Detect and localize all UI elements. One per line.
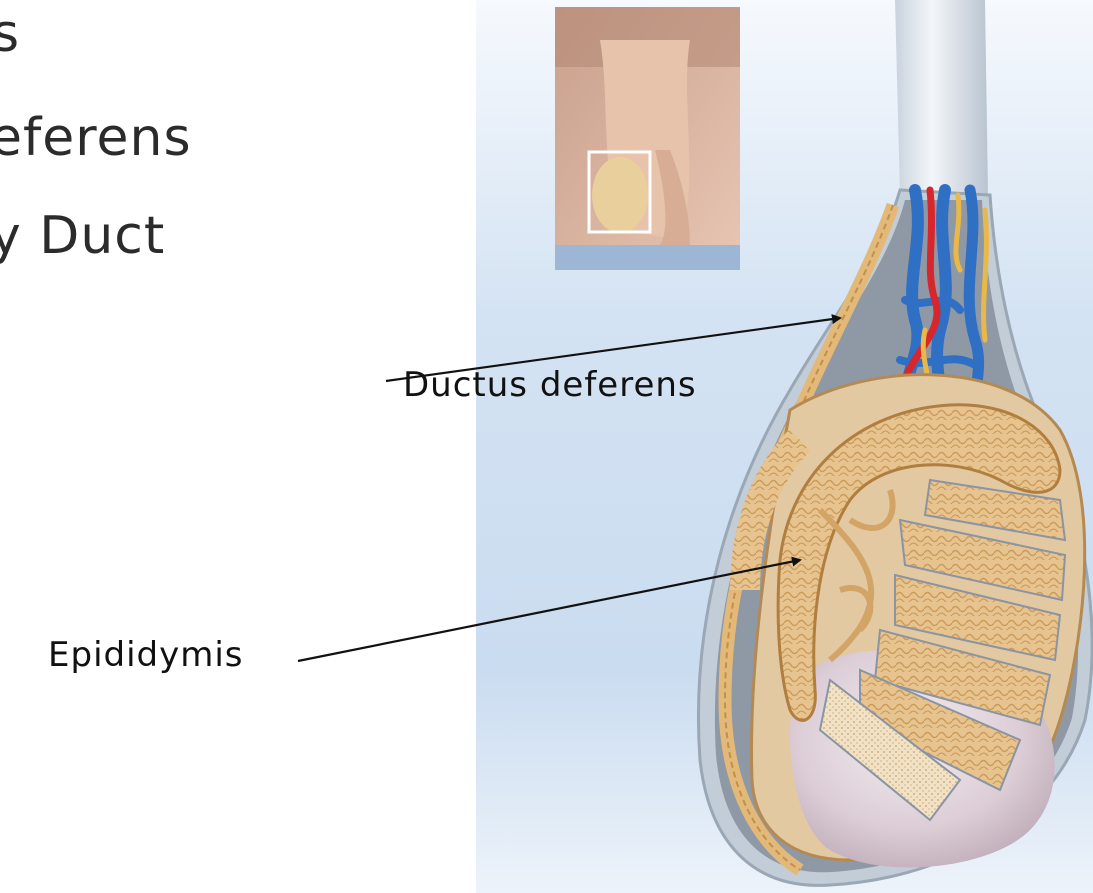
- spermatic-cord: [895, 0, 988, 195]
- ductus-deferens-label: Ductus deferens: [403, 368, 697, 402]
- epididymis-label: Epididymis: [48, 638, 244, 672]
- inset-thumbnail: [555, 7, 740, 270]
